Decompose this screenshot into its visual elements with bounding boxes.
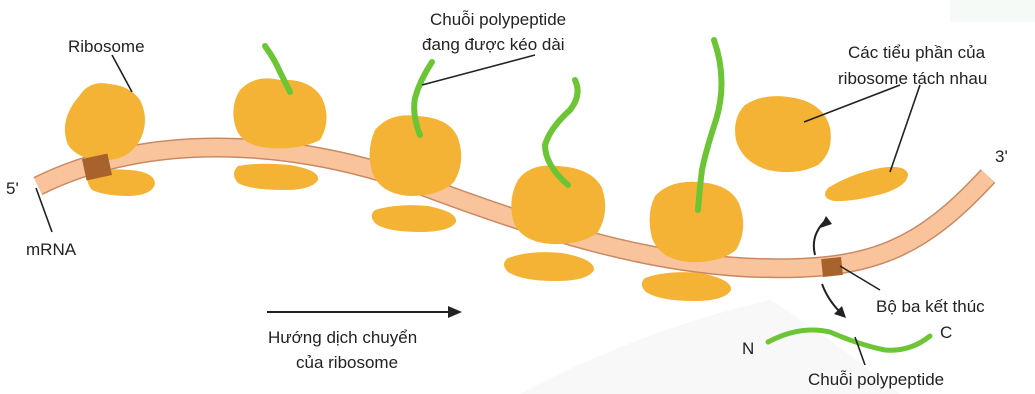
stop-codon-marker <box>821 257 843 277</box>
ribosome-2 <box>233 46 326 190</box>
direction-arrow <box>267 306 462 318</box>
elongating-chain-label-line1: Chuỗi polypeptide <box>430 10 566 29</box>
stop-codon-label: Bộ ba kết thúc <box>876 297 985 316</box>
five-prime-label: 5' <box>6 179 19 198</box>
polypeptide-label: Chuỗi polypeptide <box>808 370 944 389</box>
n-terminus-label: N <box>742 339 754 358</box>
subunits-label-line2: ribosome tách nhau <box>838 69 987 88</box>
arrow-up-icon <box>820 216 832 228</box>
separated-small-subunit <box>825 167 908 201</box>
direction-label-line1: Hướng dịch chuyển <box>268 328 417 347</box>
direction-label-line2: của ribosome <box>296 353 398 372</box>
arrow-right-icon <box>448 306 462 318</box>
mrna-label: mRNA <box>26 240 77 259</box>
ribosome-3 <box>370 62 462 232</box>
separated-large-subunit <box>735 96 831 172</box>
c-terminus-label: C <box>940 323 952 342</box>
three-prime-label: 3' <box>995 147 1008 166</box>
ribosome-label: Ribosome <box>68 37 145 56</box>
subunits-label-line1: Các tiểu phần của <box>848 43 986 62</box>
elongating-chain-label-line2: đang được kéo dài <box>422 35 565 54</box>
